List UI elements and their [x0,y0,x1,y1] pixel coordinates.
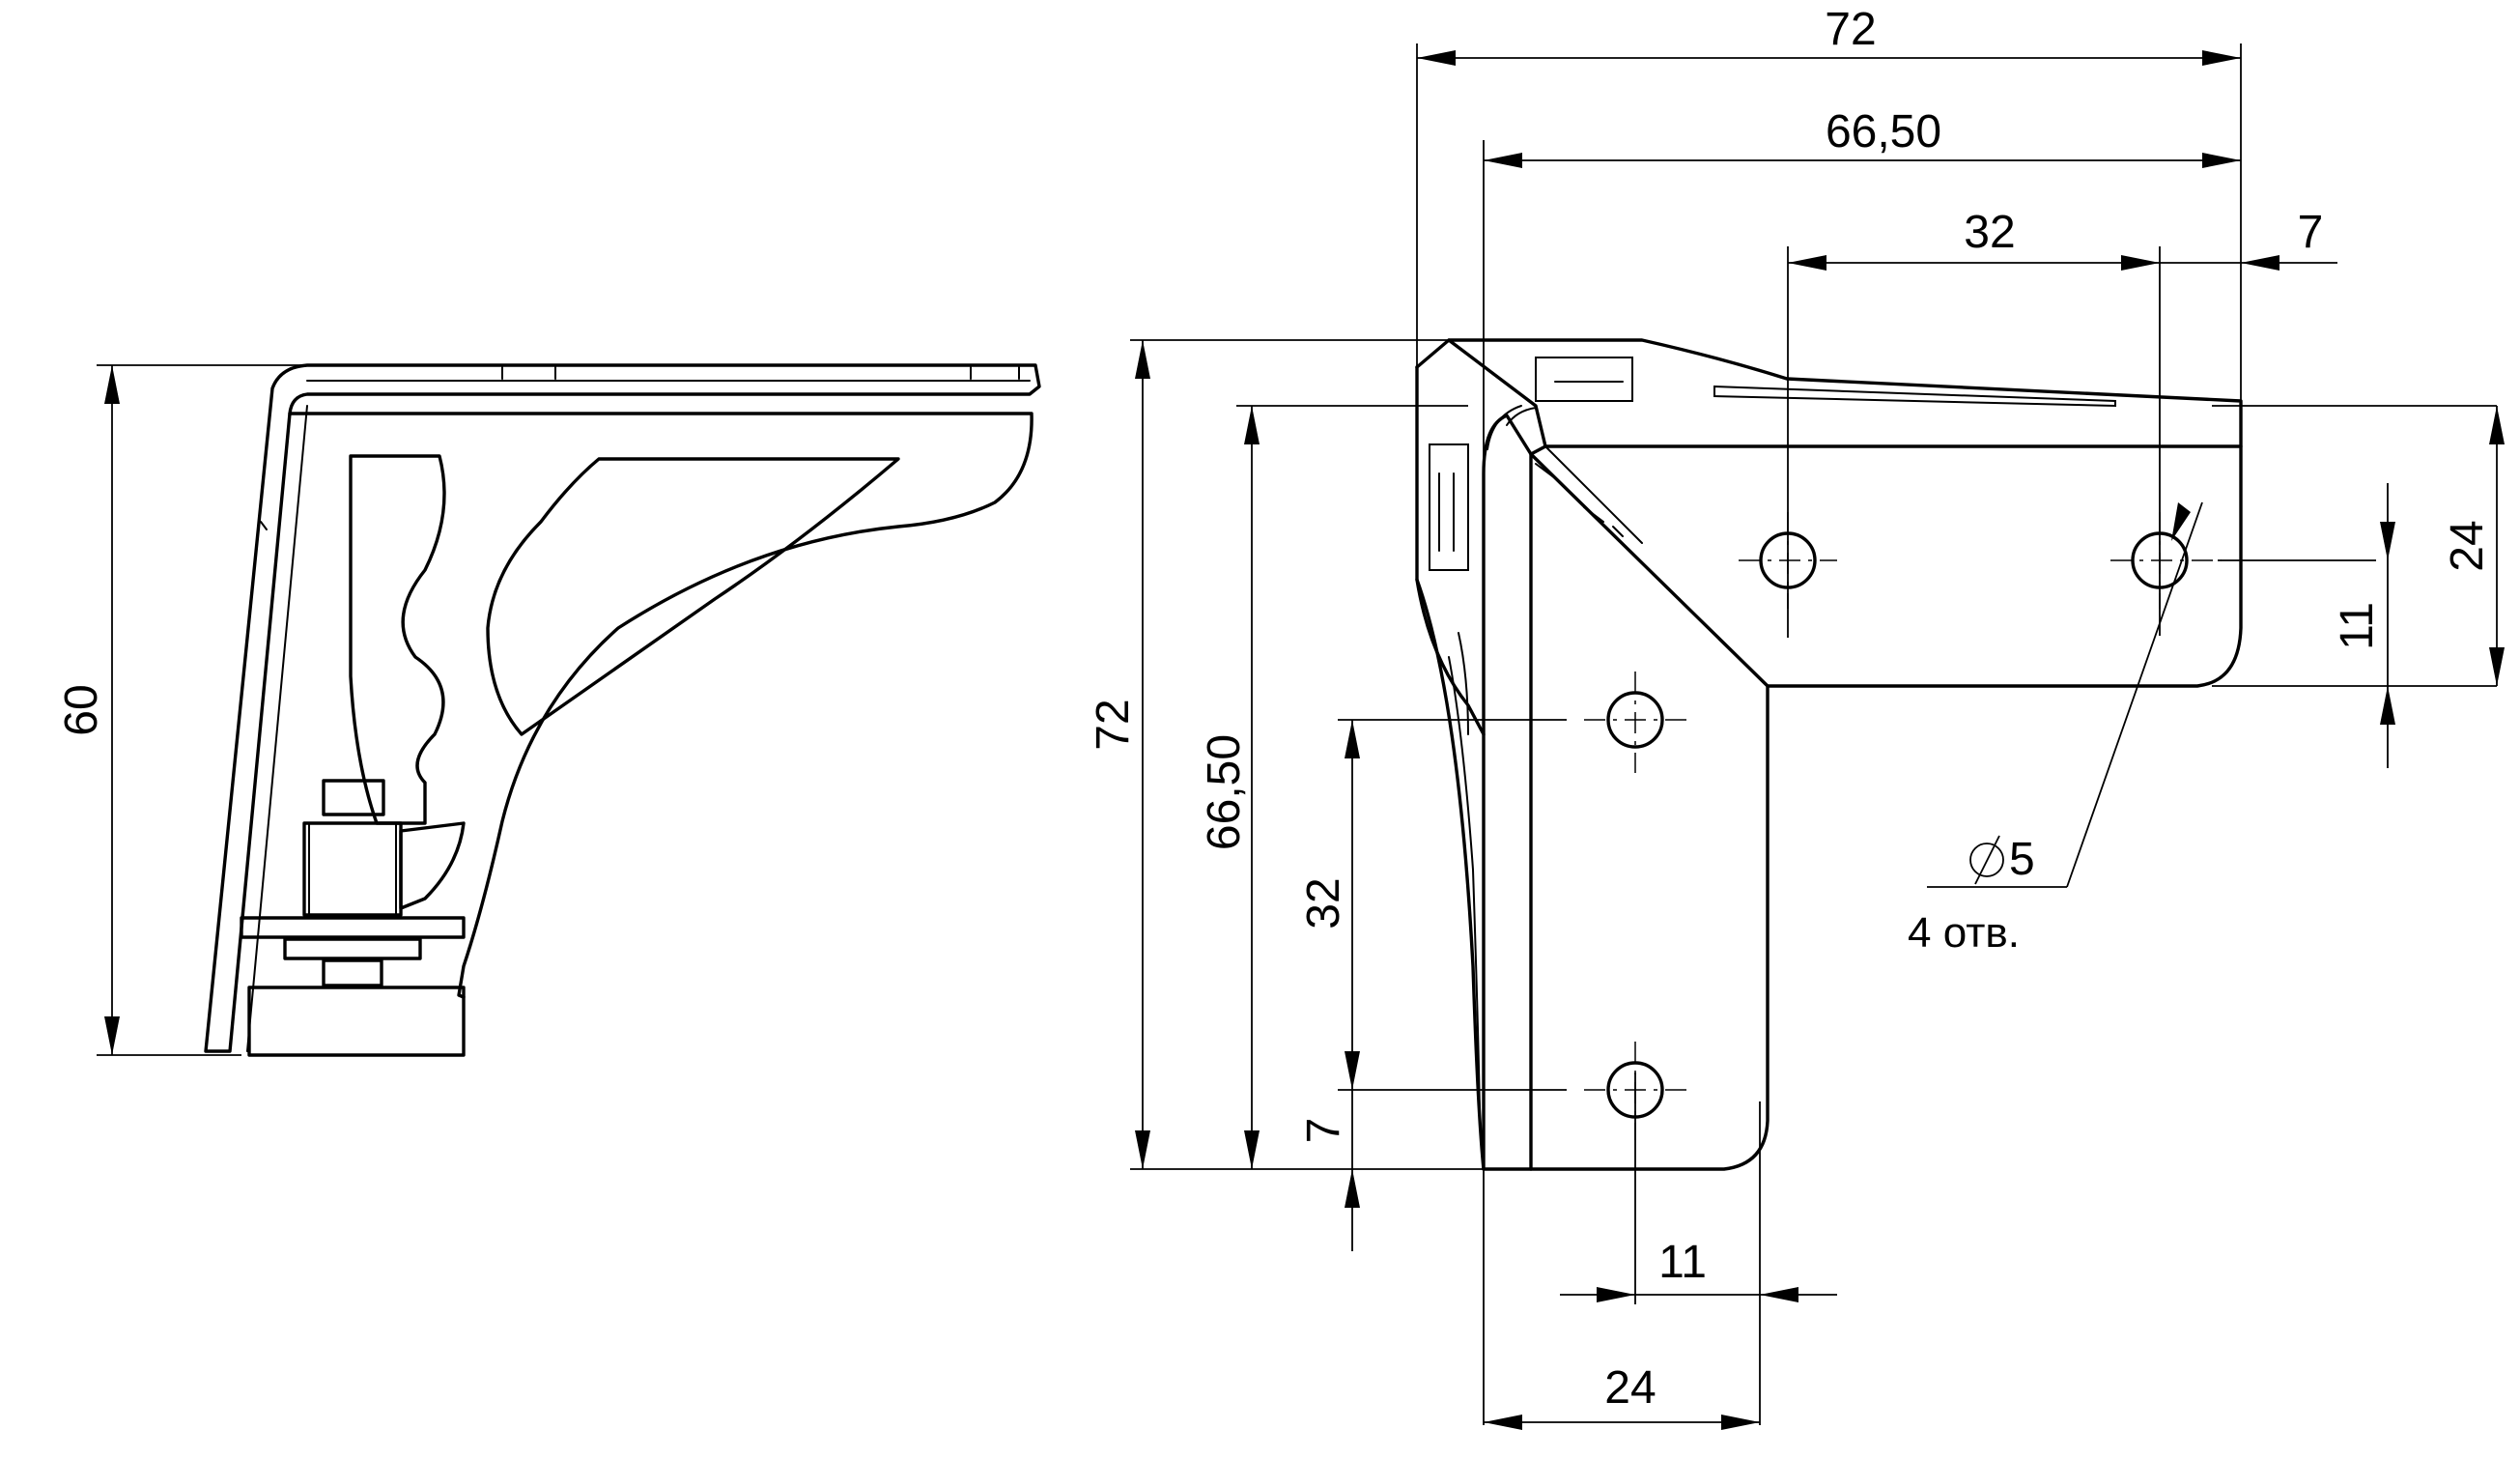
hole-edge-vertical-label: 7 [1298,1118,1349,1144]
hole-count-label: 4 отв. [1908,909,2020,957]
dimension-bottom-width: 24 [1484,1362,1760,1430]
front-bracket-outline [1415,338,2243,1171]
left-inner-height-label: 66,50 [1199,734,1250,850]
top-inner-width-label: 66,50 [1826,106,1941,157]
hole-top-left [1739,512,1837,609]
hole-edge-horizontal-label: 7 [2298,207,2324,258]
top-width-label: 72 [1825,4,1876,55]
dimension-hole-edge-vertical: 7 [1298,1090,1360,1251]
dimension-left-inner-height: 66,50 [1199,406,1260,1169]
dimension-left-height: 72 [1088,340,1150,1169]
dimension-hole-spacing-vertical: 32 [1298,720,1360,1090]
hole-spacing-horizontal-label: 32 [1964,207,2015,258]
diameter-symbol-icon [1969,843,2004,877]
right-width-label: 24 [2442,520,2493,571]
dimension-right-hole-offset: 11 [2332,483,2395,768]
hole-top-right [2110,512,2222,609]
bottom-hole-offset-label: 11 [1658,1237,1707,1288]
hole-left-upper [1584,672,1690,773]
dimension-bottom-hole-offset: 11 [1560,1237,1837,1302]
hole-diameter-label: 5 [2009,834,2035,885]
dimension-hole-edge-horizontal: 7 [2160,207,2337,271]
hole-callout: 5 4 отв. [1908,501,2203,957]
hole-spacing-vertical-label: 32 [1298,877,1349,929]
side-bracket-body [288,412,1033,999]
dimension-top-inner-width: 66,50 [1484,106,2241,168]
bottom-width-label: 24 [1604,1362,1656,1414]
dimension-hole-spacing-horizontal: 32 [1788,207,2160,271]
hole-left-lower [1584,1042,1690,1140]
side-height-label: 60 [56,684,107,735]
side-view: 60 [56,363,1041,1057]
dimension-right-width: 24 [2442,406,2505,686]
side-foot-hardware [240,779,466,1057]
left-height-label: 72 [1088,699,1139,750]
side-back-plate [204,363,1041,1053]
right-hole-offset-label: 11 [2332,602,2383,650]
dimension-top-width: 72 [1417,4,2241,66]
dimension-side-height: 60 [56,364,319,1056]
front-view: 72 66,50 32 7 72 [1088,4,2505,1430]
